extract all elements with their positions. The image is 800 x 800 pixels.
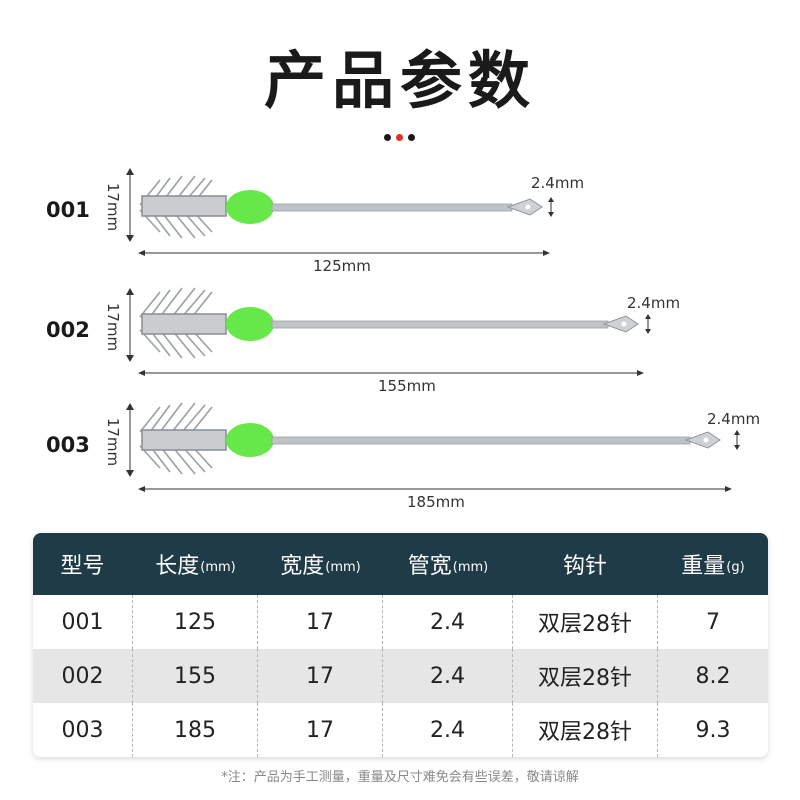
cell-length: 185	[133, 703, 258, 757]
dot-icon	[408, 134, 415, 141]
cell-weight: 7	[706, 609, 720, 635]
width-dimension-label: 17mm	[104, 417, 122, 467]
cell-model: 003	[33, 703, 133, 757]
tube-width-label: 2.4mm	[627, 294, 681, 312]
tube-arrow-icon	[645, 314, 651, 334]
width-dimension-label: 17mm	[104, 302, 122, 352]
eyelet-icon	[506, 198, 543, 216]
eyelet-icon	[684, 431, 721, 449]
cell-length: 155	[133, 649, 258, 703]
cell-width: 17	[258, 649, 383, 703]
cell-width: 17	[258, 595, 383, 649]
length-arrow-icon	[138, 250, 550, 256]
header-width: 宽度(mm)	[280, 554, 361, 579]
length-dimension-label: 185mm	[407, 493, 465, 511]
header-length: 长度(mm)	[155, 554, 236, 579]
cell-hooks: 双层28针	[513, 703, 658, 757]
tube-arrow-icon	[548, 197, 554, 217]
cell-tube-width: 2.4	[383, 703, 513, 757]
width-arrow-icon	[126, 168, 134, 242]
cell-hooks: 双层28针	[513, 649, 658, 703]
cell-weight: 8.2	[695, 663, 731, 689]
model-label: 002	[46, 318, 90, 342]
width-dimension-label: 17mm	[104, 182, 122, 232]
cell-length: 125	[133, 595, 258, 649]
cell-tube-width: 2.4	[383, 595, 513, 649]
tube-width-label: 2.4mm	[707, 410, 761, 428]
length-dimension-label: 155mm	[378, 377, 436, 395]
cell-model: 001	[33, 595, 133, 649]
title-divider-dots	[384, 134, 424, 144]
cell-model: 002	[33, 649, 133, 703]
table-row: 003 185 17 2.4 双层28针 9.3	[33, 703, 768, 757]
length-arrow-icon	[138, 486, 732, 492]
cell-weight: 9.3	[695, 717, 731, 743]
width-arrow-icon	[126, 403, 134, 477]
table-row: 002 155 17 2.4 双层28针 8.2	[33, 649, 768, 703]
hook-cluster-icon	[139, 402, 227, 475]
table-header-row: 型号 长度(mm) 宽度(mm) 管宽(mm) 钩针 重量(g)	[33, 533, 768, 595]
header-hooks: 钩针	[562, 554, 607, 579]
footnote: *注：产品为手工测量，重量及尺寸难免会有些误差，敬请谅解	[221, 770, 579, 785]
header-weight: 重量(g)	[681, 554, 745, 579]
tube-icon	[271, 203, 513, 212]
eyelet-icon	[602, 315, 639, 333]
tube-arrow-icon	[734, 430, 740, 450]
header-tube-width: 管宽(mm)	[407, 554, 489, 579]
length-arrow-icon	[138, 370, 644, 376]
bead-icon	[226, 190, 274, 224]
page-title: 产品参数	[263, 44, 536, 117]
tube-icon	[271, 320, 609, 329]
length-dimension-label: 125mm	[313, 257, 371, 275]
cell-width: 17	[258, 703, 383, 757]
cell-hooks: 双层28针	[513, 595, 658, 649]
hook-cluster-icon	[139, 287, 227, 359]
hook-cluster-icon	[139, 175, 227, 239]
spec-table: 型号 长度(mm) 宽度(mm) 管宽(mm) 钩针 重量(g) 001 125…	[33, 533, 768, 757]
dot-icon	[396, 134, 403, 141]
header-model: 型号	[60, 554, 105, 579]
table-row: 001 125 17 2.4 双层28针 7	[33, 595, 768, 649]
bead-icon	[226, 423, 274, 457]
model-label: 003	[46, 433, 90, 457]
model-label: 001	[46, 198, 90, 222]
bead-icon	[226, 307, 274, 341]
width-arrow-icon	[126, 288, 134, 362]
cell-tube-width: 2.4	[383, 649, 513, 703]
tube-width-label: 2.4mm	[531, 174, 585, 192]
dot-icon	[384, 134, 391, 141]
tube-icon	[271, 436, 691, 445]
